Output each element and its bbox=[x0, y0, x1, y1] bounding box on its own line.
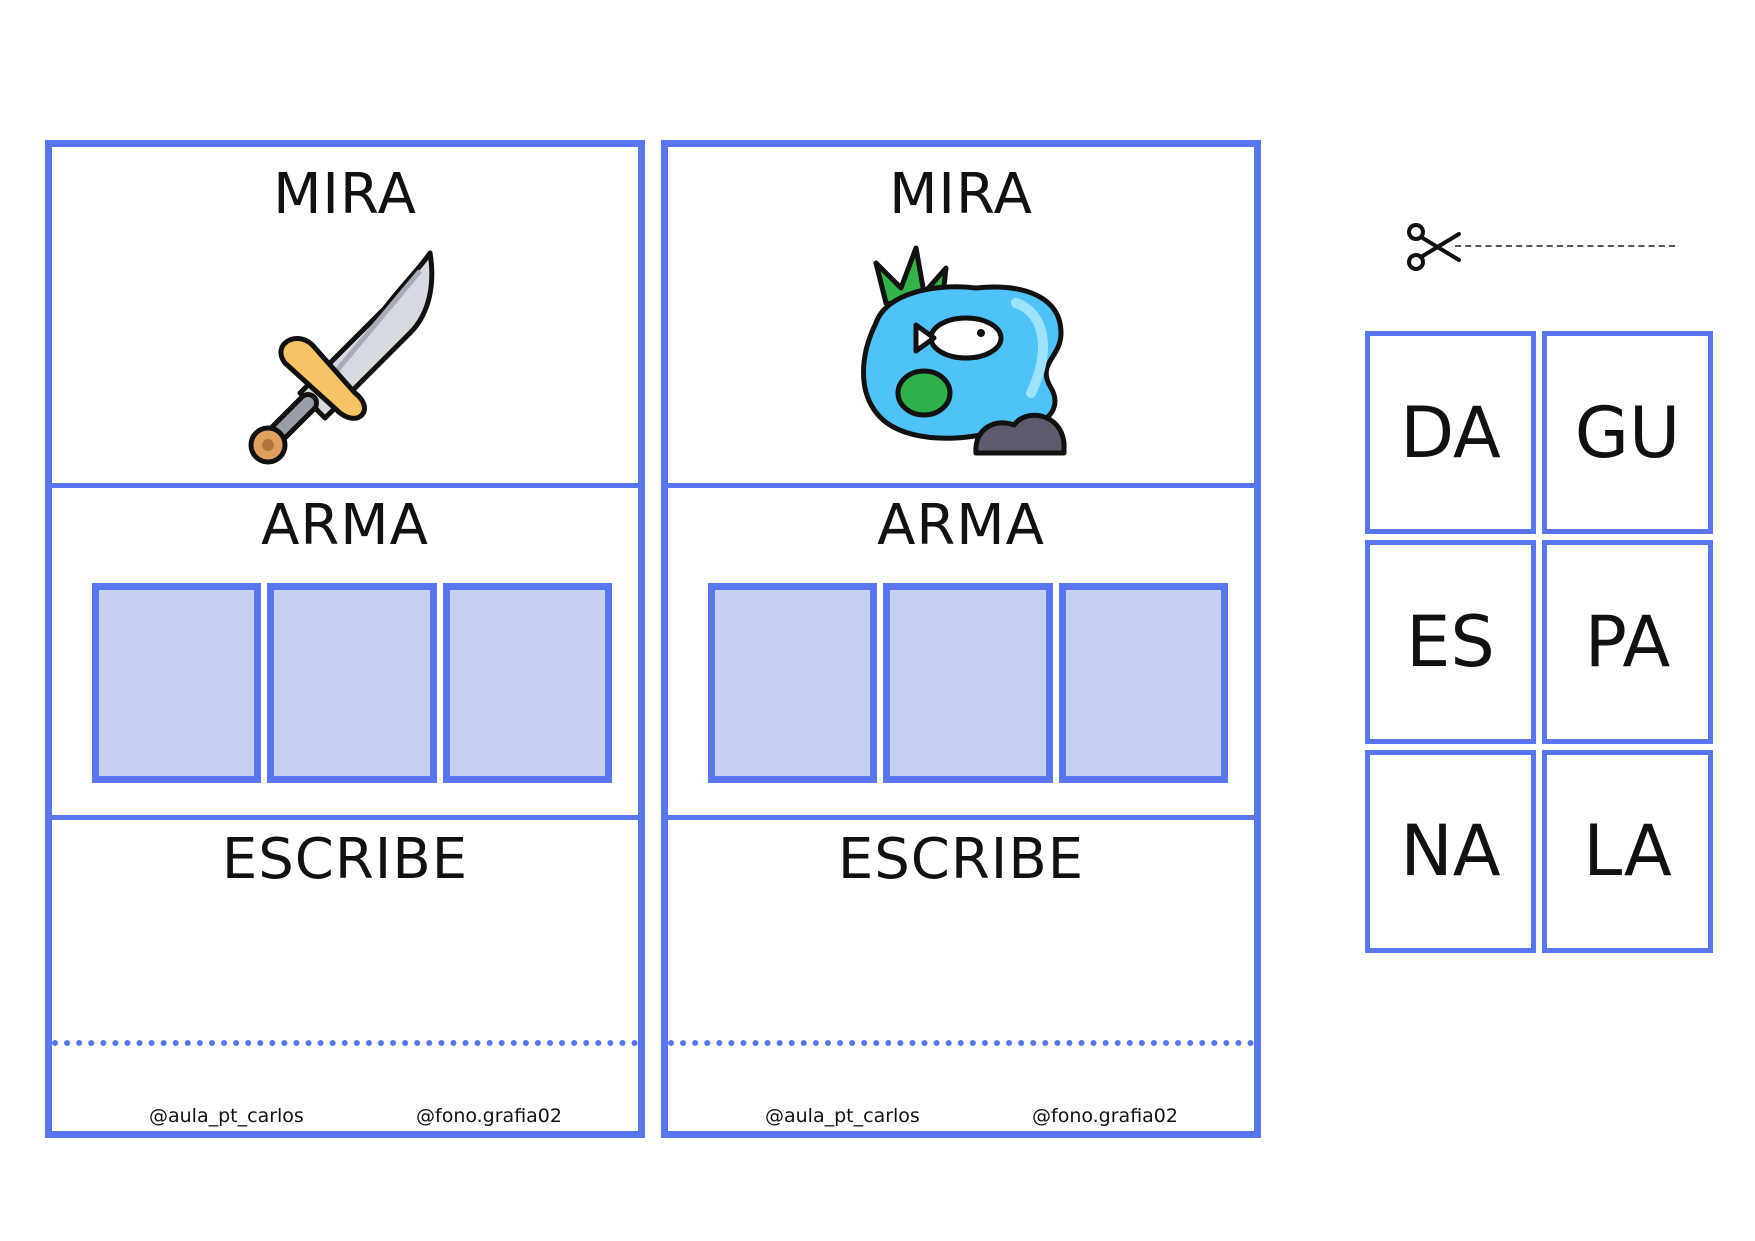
target-word: ARMA bbox=[261, 493, 429, 558]
write-section: ESCRIBE @aula_pt_carlos @fono.grafia02 bbox=[52, 815, 638, 1131]
look-label: MIRA bbox=[889, 162, 1033, 227]
writing-line[interactable] bbox=[668, 1040, 1254, 1046]
syllable-drop-box[interactable] bbox=[267, 583, 437, 783]
word-section: ARMA bbox=[52, 483, 638, 815]
syllable-tile[interactable]: DA bbox=[1365, 331, 1536, 535]
worksheet-card-2: MIRA ARMA ESCRIBE @aula_pt_carlos @fono.… bbox=[661, 140, 1261, 1138]
scissors-icon bbox=[1407, 223, 1461, 271]
look-label: MIRA bbox=[273, 162, 417, 227]
syllable-drop-box[interactable] bbox=[883, 583, 1053, 783]
look-section: MIRA bbox=[668, 147, 1254, 483]
syllable-tile[interactable]: GU bbox=[1542, 331, 1713, 535]
writing-line[interactable] bbox=[52, 1040, 638, 1046]
syllable-drop-boxes bbox=[92, 583, 612, 783]
write-label: ESCRIBE bbox=[837, 827, 1085, 892]
credit-right: @fono.grafia02 bbox=[1032, 1105, 1178, 1127]
syllable-drop-box[interactable] bbox=[442, 583, 612, 783]
credit-left: @aula_pt_carlos bbox=[149, 1105, 304, 1127]
syllable-tile[interactable]: NA bbox=[1365, 749, 1536, 953]
credit-right: @fono.grafia02 bbox=[416, 1105, 562, 1127]
worksheet-card-1: MIRA ARMA ESCRIBE @aula_pt_carlos @fono.… bbox=[45, 140, 645, 1138]
syllable-drop-box[interactable] bbox=[92, 583, 262, 783]
pond-icon bbox=[861, 245, 1067, 456]
syllable-tile[interactable]: LA bbox=[1542, 749, 1713, 953]
word-section: ARMA bbox=[668, 483, 1254, 815]
write-label: ESCRIBE bbox=[221, 827, 469, 892]
credit-left: @aula_pt_carlos bbox=[765, 1105, 920, 1127]
syllable-tile[interactable]: PA bbox=[1542, 540, 1713, 744]
write-section: ESCRIBE @aula_pt_carlos @fono.grafia02 bbox=[668, 815, 1254, 1131]
syllable-drop-boxes bbox=[708, 583, 1228, 783]
target-word: ARMA bbox=[877, 493, 1045, 558]
cut-line bbox=[1455, 245, 1675, 247]
syllable-tile[interactable]: ES bbox=[1365, 540, 1536, 744]
syllable-drop-box[interactable] bbox=[1058, 583, 1228, 783]
look-section: MIRA bbox=[52, 147, 638, 483]
sword-icon bbox=[248, 250, 435, 465]
syllable-drop-box[interactable] bbox=[708, 583, 878, 783]
syllable-tiles: DA GU ES PA NA LA bbox=[1365, 331, 1713, 953]
